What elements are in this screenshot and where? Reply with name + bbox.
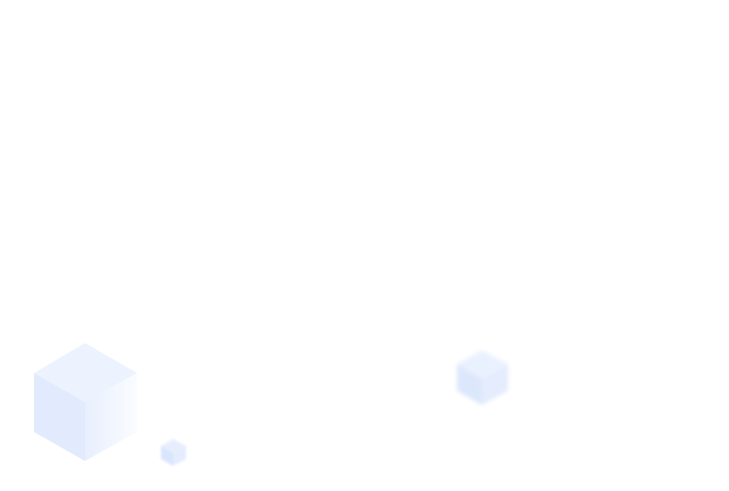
- blurred-cube: [457, 350, 508, 405]
- large-cube: [34, 343, 137, 461]
- small-cube: [161, 439, 186, 466]
